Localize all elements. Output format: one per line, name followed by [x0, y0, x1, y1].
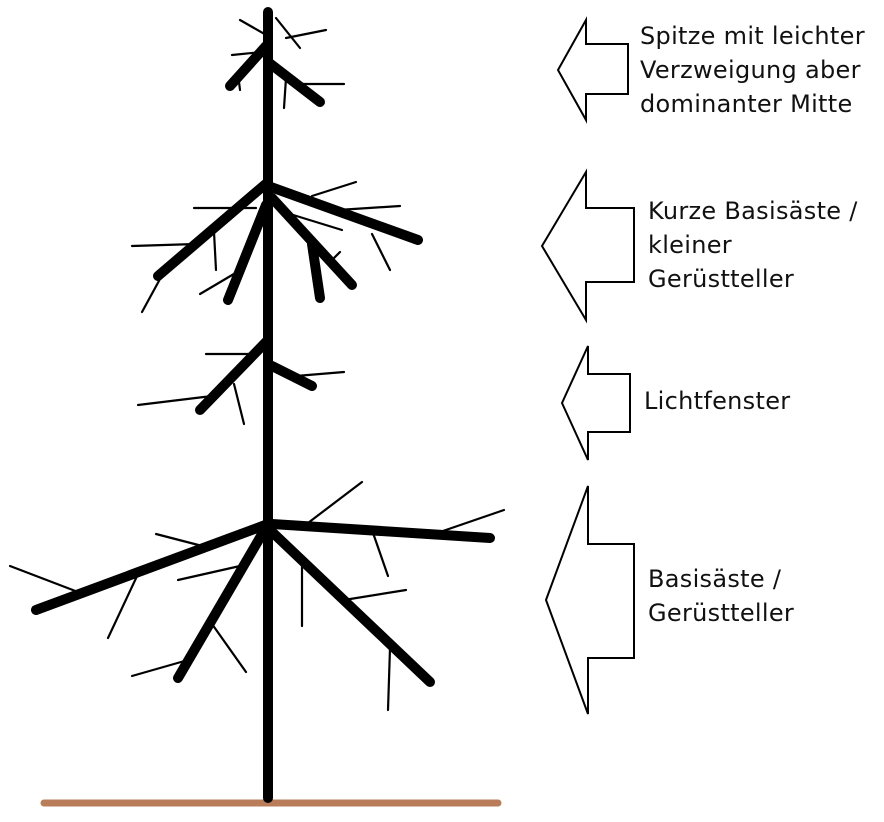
upper-branch [153, 177, 273, 281]
label-tip: Spitze mit leichter Verzweigung aber dom… [640, 19, 865, 121]
label-tip-line1: Spitze mit leichter [640, 22, 865, 50]
tip-branches [225, 16, 346, 110]
upper-twig [140, 266, 168, 314]
upper-twig [198, 266, 246, 296]
window-branch-right [267, 361, 317, 391]
label-tip-line2: Verzweigung aber [640, 56, 861, 84]
upper-branch [307, 239, 325, 303]
upper-branch [223, 200, 271, 305]
label-base-line1: Basisäste / [648, 565, 782, 593]
tip-twig [230, 50, 264, 57]
tip-twig [282, 76, 288, 110]
base-twig [386, 646, 392, 712]
base-twig [106, 572, 140, 640]
upper-twig [336, 204, 402, 212]
base-branch [173, 519, 273, 683]
base-twig [210, 622, 248, 674]
upper-scaffold-branches [130, 177, 423, 314]
base-twig [8, 564, 80, 594]
window-twig [294, 370, 346, 378]
upper-twig [288, 212, 344, 232]
tip-twig [274, 16, 302, 50]
label-tip-line3: dominanter Mitte [640, 90, 853, 118]
base-twig [302, 480, 364, 528]
base-branch [267, 519, 495, 543]
window-twig [136, 394, 214, 407]
light-window-branches [136, 337, 346, 426]
base-branch [31, 519, 273, 615]
upper-twig [370, 232, 392, 272]
window-twig [232, 382, 246, 426]
arrow-left-icon [560, 345, 631, 461]
label-light-window: Lichtfenster [644, 384, 790, 418]
arrow-left-icon [544, 485, 635, 715]
base-twig [342, 588, 408, 602]
arrow-left-icon [540, 168, 635, 324]
upper-branch [263, 181, 423, 245]
label-upper-line1: Kurze Basisäste / [648, 197, 858, 225]
tip-twig [284, 28, 328, 40]
upper-twig [212, 230, 218, 272]
label-base-scaffold: Basisäste / Gerüstteller [648, 562, 794, 630]
tip-branch-right [263, 57, 325, 107]
base-branch [265, 525, 435, 687]
base-twig [176, 564, 242, 582]
base-twig [370, 528, 390, 578]
label-upper-line3: Gerüstteller [648, 265, 795, 293]
label-upper-line2: kleiner [648, 231, 732, 259]
base-twig [438, 508, 506, 534]
label-base-line2: Gerüstteller [648, 599, 795, 627]
tip-twig [236, 72, 242, 92]
window-branch-left [195, 337, 271, 415]
label-window-line1: Lichtfenster [644, 387, 791, 415]
base-twig [154, 532, 212, 550]
base-scaffold-branches [8, 480, 506, 712]
base-twig [130, 658, 190, 678]
upper-twig [130, 242, 198, 248]
upper-twig [310, 180, 358, 198]
upper-twig [328, 250, 342, 264]
tip-twig [238, 18, 270, 38]
label-upper-scaffold: Kurze Basisäste / kleiner Gerüstteller [648, 194, 858, 296]
arrow-left-icon [556, 16, 629, 124]
